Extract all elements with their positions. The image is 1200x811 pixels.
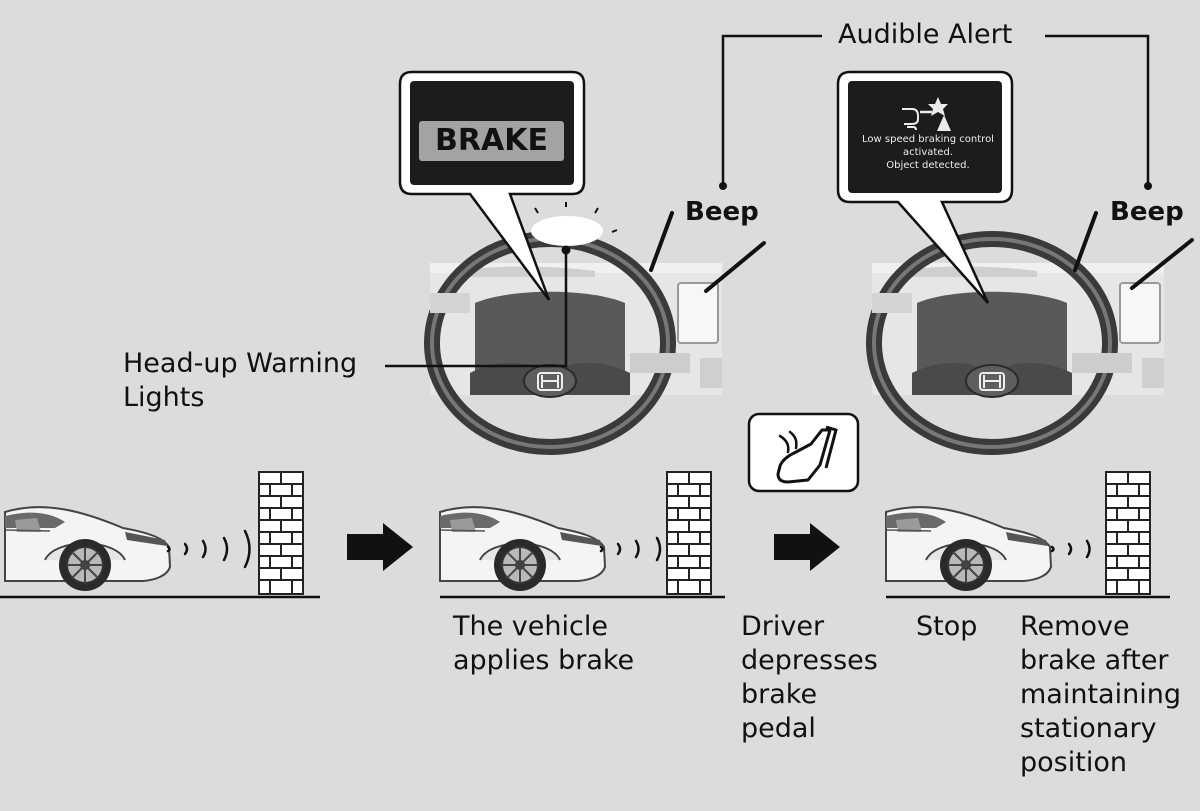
wall-icon: [1105, 471, 1151, 595]
scene-stopped: [885, 471, 1170, 599]
beep-sound-lines-left: [649, 211, 766, 293]
wall-icon: [666, 471, 712, 595]
message-display: [848, 81, 1002, 193]
bracket-end-dot: [1144, 182, 1152, 190]
audible-alert-bracket: [721, 34, 1150, 186]
car-icon: [439, 506, 606, 592]
dashboard-right: [872, 239, 1164, 447]
scene-braking: [439, 471, 725, 599]
step-label-vehicle-applies-brake: The vehicle applies brake: [453, 611, 635, 676]
head-up-warning-label: Head-up Warning Lights: [123, 348, 358, 413]
message-callout: [836, 70, 1014, 304]
step-label-driver-depresses: Driver depresses brake pedal: [741, 611, 878, 744]
display-message: Low speed braking control activated. Obj…: [862, 134, 994, 171]
step-label-remove-brake: Remove brake after maintaining stationar…: [1020, 611, 1181, 778]
flow-arrow-icon: [347, 523, 413, 571]
head-up-warning-light: [531, 216, 603, 246]
foot-pedal-icon: [747, 412, 860, 493]
step-label-stop: Stop: [916, 611, 978, 642]
brake-indicator-icon: BRAKE: [419, 121, 564, 161]
collision-warning-icon: [902, 97, 951, 131]
bracket-end-dot: [719, 182, 727, 190]
beep-label-right: Beep: [1110, 197, 1184, 227]
head-up-leader-line: [385, 245, 571, 368]
scene-approach: [0, 471, 320, 599]
sensor-wave-icon: [166, 529, 251, 569]
beep-label-left: Beep: [685, 197, 759, 227]
car-icon: [4, 506, 171, 592]
audible-alert-label: Audible Alert: [834, 18, 1017, 52]
wall-icon: [258, 471, 304, 595]
flow-arrow-icon: [774, 523, 840, 571]
car-icon: [885, 506, 1052, 592]
dashboard-left: [430, 239, 722, 447]
beep-sound-lines-right: [1073, 211, 1194, 290]
